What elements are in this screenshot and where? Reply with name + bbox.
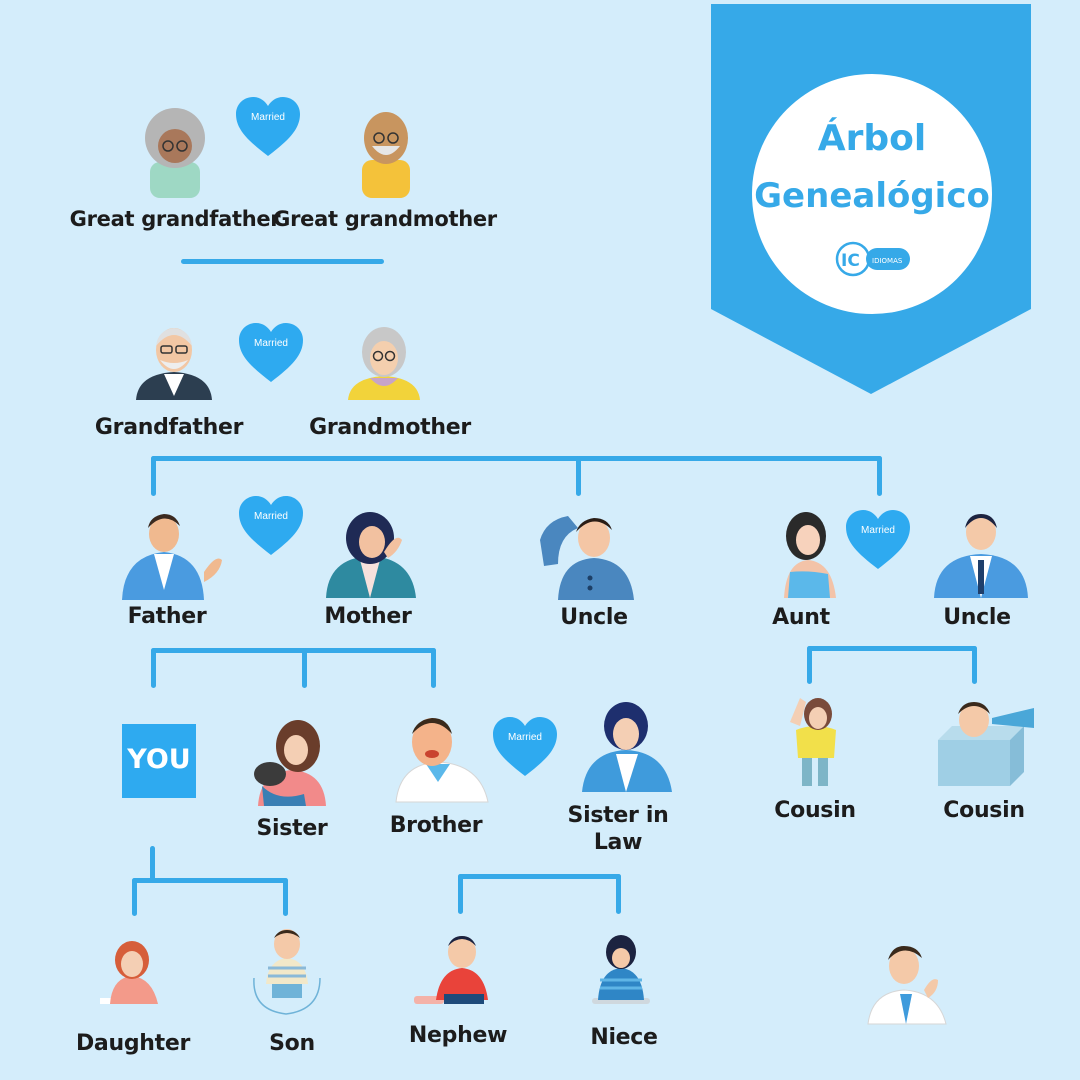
- svg-text:IDIOMAS: IDIOMAS: [872, 257, 903, 265]
- connector-line: [972, 646, 977, 684]
- married-heart-icon: Married: [845, 509, 911, 571]
- label-cousin-2: Cousin: [943, 798, 1025, 823]
- label-sister: Sister: [256, 816, 328, 841]
- uncle-illustration: [538, 506, 636, 600]
- married-label: Married: [861, 525, 895, 536]
- label-great-grandfather: Great grandfather: [69, 207, 281, 231]
- connector-line: [151, 456, 156, 496]
- label-aunt: Aunt: [772, 605, 830, 630]
- married-heart-icon: Married: [238, 322, 304, 384]
- man-illustration: [866, 940, 950, 1025]
- label-great-grandmother: Great grandmother: [273, 207, 497, 231]
- label-uncle-2: Uncle: [943, 605, 1011, 630]
- title-line-2: Genealógico: [754, 176, 990, 216]
- uncle-illustration: [932, 508, 1030, 598]
- label-niece: Niece: [590, 1025, 658, 1050]
- brother-illustration: [394, 712, 492, 803]
- connector-line: [132, 878, 137, 916]
- sister-in-law-illustration: [580, 700, 674, 792]
- married-heart-icon: Married: [235, 96, 301, 158]
- connector-line: [181, 259, 384, 264]
- married-label: Married: [508, 732, 542, 743]
- grandmother-illustration: [348, 324, 420, 400]
- daughter-illustration: [98, 940, 162, 1008]
- you-label: YOU: [127, 744, 191, 775]
- cousin-illustration: [934, 698, 1038, 786]
- svg-text:IC: IC: [841, 251, 860, 271]
- married-label: Married: [254, 511, 288, 522]
- nephew-illustration: [414, 934, 494, 1006]
- connector-line: [132, 878, 288, 883]
- connector-line: [151, 648, 156, 688]
- married-heart-icon: Married: [492, 716, 558, 778]
- connector-line: [431, 648, 436, 688]
- connector-line: [616, 874, 621, 914]
- great-grandfather-illustration: [140, 106, 210, 198]
- label-uncle: Uncle: [560, 605, 628, 630]
- title-circle: [752, 74, 992, 314]
- label-sister-in-law: Sister in Law: [567, 803, 669, 855]
- label-daughter: Daughter: [75, 1031, 191, 1056]
- connector-line: [458, 874, 621, 879]
- title-line-1: Árbol: [817, 118, 927, 159]
- label-son: Son: [269, 1031, 315, 1056]
- cousin-illustration: [788, 694, 846, 788]
- label-father: Father: [127, 604, 207, 629]
- connector-line: [302, 648, 307, 688]
- label-grandmother: Grandmother: [309, 415, 471, 440]
- father-illustration: [120, 510, 226, 600]
- connector-line: [150, 846, 155, 882]
- connector-line: [151, 648, 436, 653]
- you-box: YOU: [122, 724, 196, 798]
- married-label: Married: [251, 112, 285, 123]
- ic-idiomas-logo: IC IDIOMAS: [835, 241, 910, 277]
- label-brother: Brother: [389, 813, 483, 838]
- connector-line: [807, 646, 977, 651]
- connector-line: [877, 456, 882, 496]
- sister-illustration: [248, 716, 330, 806]
- connector-line: [458, 874, 463, 914]
- label-nephew: Nephew: [408, 1023, 508, 1048]
- married-heart-icon: Married: [238, 495, 304, 557]
- mother-illustration: [324, 512, 420, 598]
- married-label: Married: [254, 338, 288, 349]
- grandfather-illustration: [134, 322, 214, 400]
- connector-line: [151, 456, 882, 461]
- connector-line: [807, 646, 812, 684]
- connector-line: [576, 456, 581, 496]
- label-mother: Mother: [324, 604, 412, 629]
- niece-illustration: [592, 934, 650, 1006]
- son-illustration: [250, 928, 324, 1016]
- aunt-illustration: [776, 512, 842, 598]
- label-grandfather: Grandfather: [94, 415, 244, 440]
- connector-line: [283, 878, 288, 916]
- label-cousin: Cousin: [774, 798, 856, 823]
- great-grandmother-illustration: [358, 108, 414, 198]
